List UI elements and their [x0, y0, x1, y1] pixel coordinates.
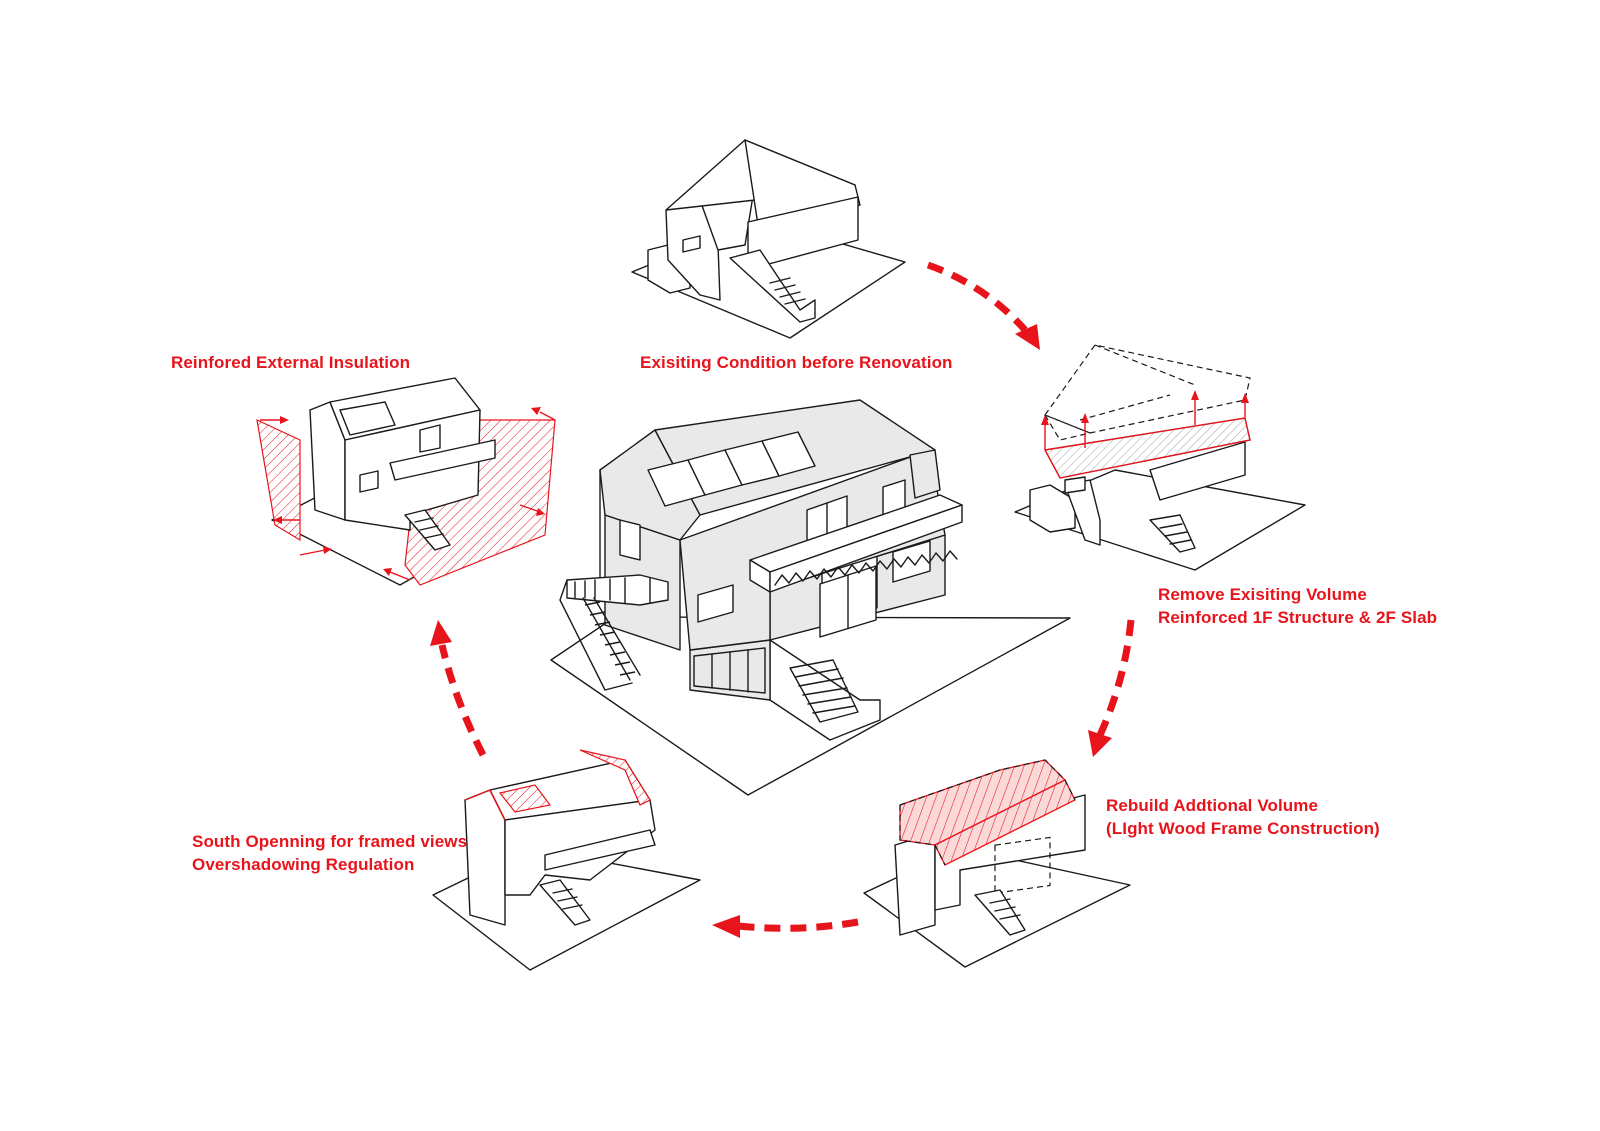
- south-opening-model: [432, 749, 701, 971]
- insulation-arrows: [260, 407, 556, 581]
- step-label-line: Reinforced 1F Structure & 2F Slab: [1158, 608, 1438, 627]
- final-house-balcony: [749, 494, 963, 593]
- step-label-insulation: Reinfored External Insulation: [171, 351, 410, 374]
- remove-up-arrows: [1041, 390, 1249, 450]
- step-label-line: South Openning for framed views: [192, 832, 468, 851]
- insulation-model: [256, 377, 556, 586]
- south-roof-opening: [498, 784, 552, 813]
- rebuild-volume-model: [863, 759, 1131, 968]
- step-label-line: (LIght Wood Frame Construction): [1106, 819, 1380, 838]
- flow-arrow-remove-to-rebuild: [1088, 619, 1135, 757]
- step-label-line: Overshadowing Regulation: [192, 855, 415, 874]
- remove-volume-model: [1014, 344, 1306, 571]
- step-label-existing: Exisiting Condition before Renovation: [640, 351, 953, 374]
- step-label-rebuild: Rebuild Addtional Volume (LIght Wood Fra…: [1106, 794, 1380, 840]
- final-house-side-window: [619, 519, 641, 561]
- final-house-external-stair: [559, 574, 669, 691]
- final-house-gable: [599, 429, 701, 541]
- insulation-west-wall: [256, 418, 301, 542]
- final-house-front-steps: [789, 659, 859, 723]
- step-label-line: Exisiting Condition before Renovation: [640, 353, 953, 372]
- step-label-line: Rebuild Addtional Volume: [1106, 796, 1319, 815]
- existing-condition-model: [631, 139, 906, 339]
- step-label-line: Reinfored External Insulation: [171, 353, 411, 372]
- flow-arrow-south-to-insulation: [430, 620, 487, 757]
- step-label-south: South Openning for framed views Overshad…: [192, 830, 467, 876]
- step-label-remove: Remove Exisiting Volume Reinforced 1F St…: [1158, 583, 1437, 629]
- final-house-site-plane: [550, 616, 1071, 796]
- flow-arrow-rebuild-to-south: [712, 915, 859, 938]
- final-house-skylights: [647, 431, 816, 507]
- final-house-model: [550, 399, 1071, 796]
- step-label-line: Remove Exisiting Volume: [1158, 585, 1367, 604]
- flow-arrow-existing-to-remove: [926, 261, 1040, 350]
